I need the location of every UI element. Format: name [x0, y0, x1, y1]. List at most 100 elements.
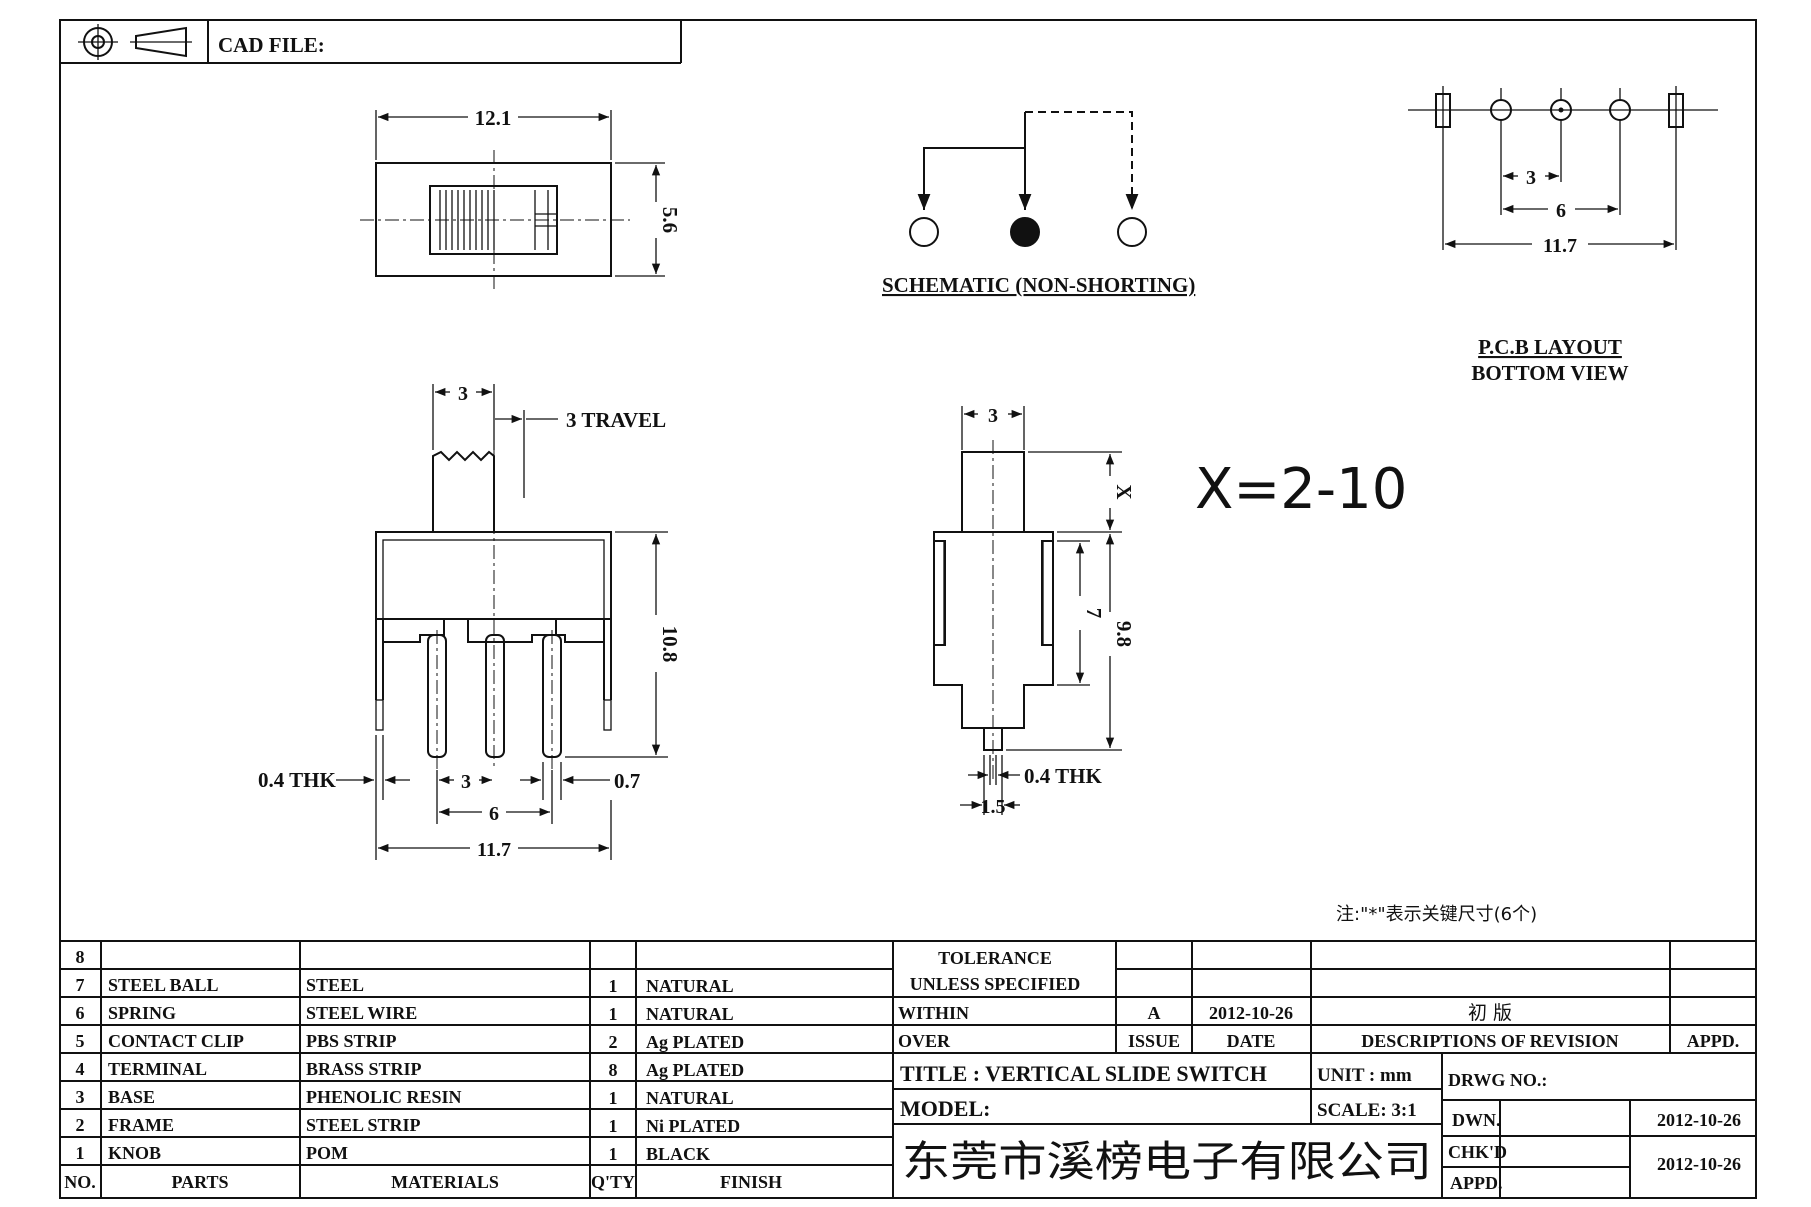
- bom-no: 6: [76, 1003, 85, 1023]
- date-label: DATE: [1227, 1031, 1276, 1051]
- bom-material: BRASS STRIP: [306, 1059, 422, 1079]
- bom-finish: NATURAL: [646, 1004, 734, 1024]
- header-box: CAD FILE:: [60, 20, 682, 64]
- dwn-date: 2012-10-26: [1657, 1110, 1741, 1130]
- side-body-dim: 7: [1082, 608, 1106, 619]
- bom-material: STEEL STRIP: [306, 1115, 421, 1135]
- bom-finish: Ag PLATED: [646, 1060, 744, 1080]
- bom-no: 5: [76, 1031, 85, 1051]
- bom-header-materials: MATERIALS: [391, 1172, 499, 1192]
- side-view: 3 X 7 9.8 0.4 THK 1.5 X=2-10: [933, 405, 1407, 818]
- bom-header-finish: FINISH: [720, 1172, 782, 1192]
- bom-no: 8: [76, 947, 85, 967]
- pcb-title-line1: P.C.B LAYOUT: [1478, 335, 1622, 359]
- front-travel: 3 TRAVEL: [566, 408, 666, 432]
- pcb-layout: 3 6 11.7 P.C.B LAYOUT BOTTOM VIEW: [1408, 86, 1718, 385]
- bom-no: 3: [76, 1087, 85, 1107]
- unit-label: UNIT : mm: [1317, 1065, 1412, 1086]
- bom-material: POM: [306, 1143, 348, 1163]
- tolerance-over: OVER: [898, 1031, 951, 1051]
- schematic-title: SCHEMATIC (NON-SHORTING): [882, 273, 1195, 297]
- tolerance-title: TOLERANCE: [938, 948, 1052, 968]
- chkd-date: 2012-10-26: [1657, 1154, 1741, 1174]
- bom-table: 8 7 STEEL BALL STEEL 1 NATURAL 6 SPRING …: [60, 940, 1756, 1198]
- bom-part: STEEL BALL: [108, 975, 219, 995]
- bom-qty: 8: [609, 1060, 618, 1080]
- bom-material: PBS STRIP: [306, 1031, 397, 1051]
- front-knob-dim: 3: [458, 383, 468, 405]
- description-label: DESCRIPTIONS OF REVISION: [1361, 1031, 1618, 1051]
- cad-file-label: CAD FILE:: [218, 33, 325, 57]
- front-view: 3 3 TRAVEL 10.8 0.4 THK 0.7 3 6: [258, 383, 682, 861]
- issue-value: A: [1148, 1003, 1161, 1023]
- bom-finish: Ag PLATED: [646, 1032, 744, 1052]
- front-thk: 0.4 THK: [258, 768, 336, 792]
- tolerance-within: WITHIN: [898, 1003, 969, 1023]
- bom-material: PHENOLIC RESIN: [306, 1087, 462, 1107]
- appd-label: APPD.: [1450, 1173, 1503, 1193]
- first-angle-projection-icon: [78, 24, 192, 60]
- top-width-dim: 12.1: [475, 106, 512, 130]
- bom-material: STEEL WIRE: [306, 1003, 417, 1023]
- schematic: SCHEMATIC (NON-SHORTING): [882, 111, 1195, 297]
- bom-header-no: NO.: [64, 1172, 96, 1192]
- sheet-border: [59, 19, 1757, 1199]
- front-span: 6: [489, 803, 499, 825]
- bom-part: TERMINAL: [108, 1059, 207, 1079]
- side-thk: 0.4 THK: [1024, 764, 1102, 788]
- date-value: 2012-10-26: [1209, 1003, 1293, 1023]
- bom-header-qty: Q'TY: [591, 1172, 635, 1192]
- bom-part: KNOB: [108, 1143, 161, 1163]
- bom-no: 1: [76, 1143, 85, 1163]
- top-height-dim: 5.6: [658, 207, 682, 233]
- bom-finish: NATURAL: [646, 976, 734, 996]
- front-pitch: 3: [461, 771, 471, 793]
- bom-finish: BLACK: [646, 1144, 710, 1164]
- terminal-left: [909, 217, 939, 247]
- bom-part: FRAME: [108, 1115, 174, 1135]
- company-name: 东莞市溪榜电子有限公司: [902, 1137, 1432, 1186]
- revision-description-value: 初 版: [1468, 1002, 1512, 1024]
- pcb-title-line2: BOTTOM VIEW: [1471, 361, 1628, 385]
- terminal-common: [1010, 217, 1040, 247]
- model-label: MODEL:: [900, 1096, 990, 1121]
- bom-part: CONTACT CLIP: [108, 1031, 244, 1051]
- chkd-label: CHK'D: [1448, 1142, 1507, 1162]
- revision-block: TOLERANCE UNLESS SPECIFIED WITHIN OVER A…: [893, 941, 1756, 1054]
- bom-no: 7: [76, 975, 85, 995]
- side-total-dim: 9.8: [1112, 621, 1136, 647]
- tolerance-subtitle: UNLESS SPECIFIED: [910, 974, 1081, 994]
- pcb-dim-3: 3: [1526, 167, 1536, 189]
- bom-no: 2: [76, 1115, 85, 1135]
- drwg-no-label: DRWG NO.:: [1448, 1070, 1547, 1090]
- front-height-dim: 10.8: [658, 626, 682, 663]
- revision-appd-label: APPD.: [1687, 1031, 1740, 1051]
- bom-qty: 1: [609, 1088, 618, 1108]
- front-overall: 11.7: [477, 839, 511, 861]
- bom-finish: NATURAL: [646, 1088, 734, 1108]
- x-range-label: X=2-10: [1195, 457, 1407, 522]
- bom-header-parts: PARTS: [171, 1172, 228, 1192]
- bom-qty: 1: [609, 1116, 618, 1136]
- bom-part: SPRING: [108, 1003, 176, 1023]
- issue-label: ISSUE: [1128, 1031, 1180, 1051]
- bom-qty: 1: [609, 1144, 618, 1164]
- pcb-dim-6: 6: [1556, 200, 1566, 222]
- top-view: 12.1 5.6: [360, 106, 682, 290]
- terminal-right: [1117, 217, 1147, 247]
- drawing-title: TITLE : VERTICAL SLIDE SWITCH: [900, 1061, 1267, 1086]
- bom-qty: 1: [609, 1004, 618, 1024]
- bom-material: STEEL: [306, 975, 364, 995]
- key-dimension-note: 注:"*"表示关键尺寸(6个): [1336, 904, 1537, 925]
- side-pin-dim: 1.5: [981, 796, 1006, 818]
- bom-no: 4: [76, 1059, 85, 1079]
- scale-label: SCALE: 3:1: [1317, 1100, 1417, 1121]
- dwn-label: DWN.: [1452, 1110, 1501, 1130]
- title-block: TITLE : VERTICAL SLIDE SWITCH MODEL: UNI…: [893, 1053, 1756, 1198]
- bom-part: BASE: [108, 1087, 155, 1107]
- bom-qty: 1: [609, 976, 618, 996]
- front-pin-width: 0.7: [614, 769, 640, 793]
- pcb-dim-11-7: 11.7: [1543, 235, 1577, 257]
- bom-finish: Ni PLATED: [646, 1116, 740, 1136]
